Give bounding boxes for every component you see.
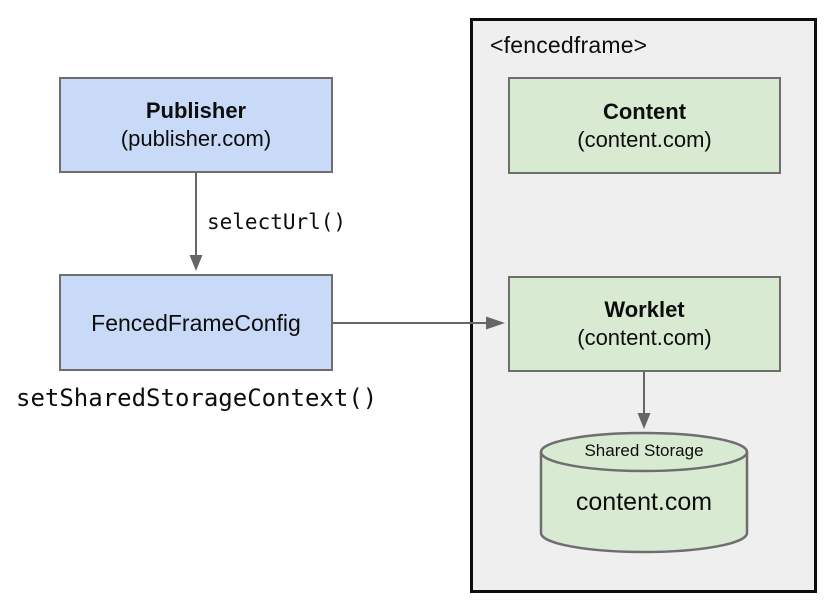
publisher-subtitle: (publisher.com) — [120, 126, 272, 151]
fencedframe-label: <fencedframe> — [490, 32, 648, 58]
cylinder-shape — [539, 431, 749, 554]
fencedframeconfig-box: FencedFrameConfig — [59, 274, 333, 371]
publisher-box: Publisher (publisher.com) — [59, 77, 333, 173]
select-url-label: selectUrl() — [207, 210, 347, 234]
content-box: Content (content.com) — [508, 77, 781, 174]
fencedframeconfig-title: FencedFrameConfig — [91, 309, 301, 336]
shared-storage-origin: content.com — [575, 488, 713, 516]
worklet-subtitle: (content.com) — [577, 325, 712, 350]
set-shared-storage-context-label: setSharedStorageContext() — [16, 384, 378, 412]
shared-storage-cylinder: Shared Storage content.com — [539, 431, 749, 555]
publisher-title: Publisher — [145, 98, 247, 123]
shared-storage-title: Shared Storage — [584, 441, 704, 460]
content-title: Content — [602, 98, 687, 124]
content-subtitle: (content.com) — [577, 126, 712, 152]
worklet-box: Worklet (content.com) — [508, 276, 781, 372]
worklet-title: Worklet — [604, 297, 685, 322]
arrow-publisher-to-config — [189, 173, 203, 271]
